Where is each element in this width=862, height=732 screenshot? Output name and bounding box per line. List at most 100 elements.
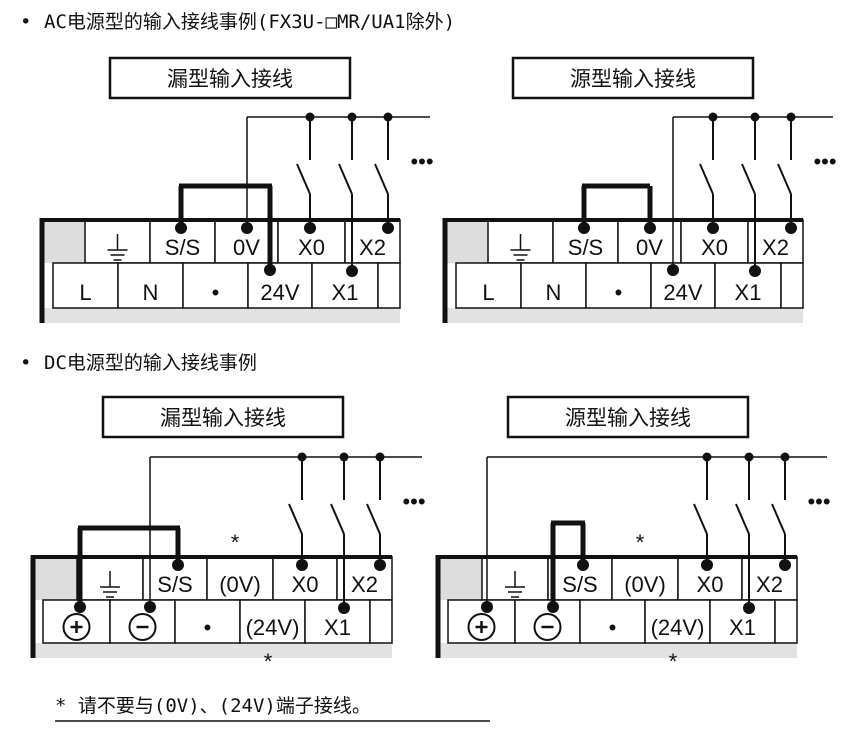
terminal-label: •: [212, 280, 220, 305]
terminal-label: X2: [351, 572, 378, 597]
housing: [438, 643, 797, 658]
switch-icon: [296, 112, 316, 234]
terminal-label: X1: [332, 280, 359, 305]
ellipsis: •••: [813, 149, 836, 174]
note-star: *: [669, 649, 678, 674]
terminal-label: •: [609, 615, 617, 640]
terminal-dot: [644, 222, 656, 234]
housing: [42, 220, 87, 263]
terminal-label: X2: [762, 235, 789, 260]
terminal-label: 24V: [663, 280, 702, 305]
bullet: •: [20, 352, 31, 374]
panel-title-box: [506, 395, 750, 439]
terminal-dot: [175, 222, 187, 234]
terminal-label: (24V): [246, 615, 300, 640]
panel-title: 源型输入接线: [565, 406, 691, 430]
section-heading: AC电源型的输入接线事例(FX3U-□MR/UA1除外): [44, 11, 455, 33]
terminal-dot: [74, 601, 86, 613]
ground-icon: [100, 571, 120, 598]
terminal-dot: [667, 264, 679, 276]
switch-icon: [699, 112, 719, 234]
terminal-label: 0V: [636, 235, 663, 260]
housing: [445, 308, 803, 323]
terminal-label: S/S: [562, 572, 597, 597]
housing: [33, 643, 392, 658]
terminal-dot: [304, 222, 316, 234]
wire: [330, 503, 345, 535]
terminal-label: X0: [697, 572, 724, 597]
terminal-label: ⊖: [538, 615, 556, 640]
switch-icon: [777, 112, 797, 234]
terminal-dot: [785, 222, 797, 234]
note-star: *: [231, 530, 240, 555]
terminal-cell: [650, 262, 716, 309]
terminal-dot: [577, 559, 589, 571]
terminal-cell: [174, 599, 241, 644]
ellipsis: •••: [402, 489, 425, 514]
terminal-cell: [109, 599, 176, 644]
terminal-dot: [779, 559, 791, 571]
switch-icon: [771, 452, 791, 571]
terminal-label: N: [143, 280, 159, 305]
terminal-label: L: [79, 280, 91, 305]
wire: [771, 503, 786, 535]
note-star: *: [264, 649, 273, 674]
note-star: *: [636, 530, 645, 555]
terminal-dot: [241, 222, 253, 234]
terminal-cell: [611, 556, 679, 601]
housing: [445, 220, 490, 263]
panel-title-box: [108, 56, 352, 100]
terminal-label: (24V): [651, 615, 705, 640]
minus-terminal-icon: [128, 613, 157, 641]
ground-icon: [505, 571, 525, 598]
terminal-cell: [455, 262, 522, 309]
terminal-cell: [117, 262, 184, 309]
switch-icon: [330, 452, 350, 614]
terminal-cell: [52, 262, 119, 309]
wire: [338, 163, 353, 195]
terminal-dot: [701, 559, 713, 571]
terminal-dot: [338, 602, 350, 614]
wire: [693, 503, 708, 535]
terminal-cell: [369, 599, 393, 644]
panel-title: 漏型输入接线: [160, 406, 286, 430]
wire: [699, 163, 714, 195]
wire: [296, 163, 311, 195]
terminal-cell: [774, 599, 798, 644]
terminal-cell: [182, 262, 249, 309]
wire: [374, 163, 389, 195]
panel-title: 漏型输入接线: [167, 67, 293, 91]
terminal-label: S/S: [165, 235, 200, 260]
ellipsis: •••: [807, 489, 830, 514]
ellipsis: •••: [410, 149, 433, 174]
terminal-label: X0: [292, 572, 319, 597]
terminal-label: X1: [324, 615, 351, 640]
housing: [42, 308, 400, 323]
terminal-label: N: [546, 280, 562, 305]
terminal-label: (0V): [624, 572, 666, 597]
section-heading: DC电源型的输入接线事例: [44, 352, 257, 374]
switch-icon: [366, 452, 386, 571]
terminal-dot: [481, 601, 493, 613]
terminal-label: ⊖: [133, 615, 151, 640]
terminal-dot: [296, 559, 308, 571]
terminal-dot: [374, 559, 386, 571]
terminal-dot: [707, 222, 719, 234]
wire: [366, 503, 381, 535]
terminal-label: (0V): [219, 572, 261, 597]
terminal-label: ⊕: [472, 615, 490, 640]
switch-icon: [741, 112, 761, 277]
terminal-cell: [377, 262, 401, 309]
bullet: •: [20, 11, 31, 33]
terminal-label: 0V: [233, 235, 260, 260]
minus-terminal-icon: [533, 613, 562, 641]
ground-icon: [107, 234, 128, 261]
plus-terminal-icon: [467, 613, 496, 641]
ground-icon: [510, 234, 531, 261]
terminal-cell: [709, 599, 776, 644]
